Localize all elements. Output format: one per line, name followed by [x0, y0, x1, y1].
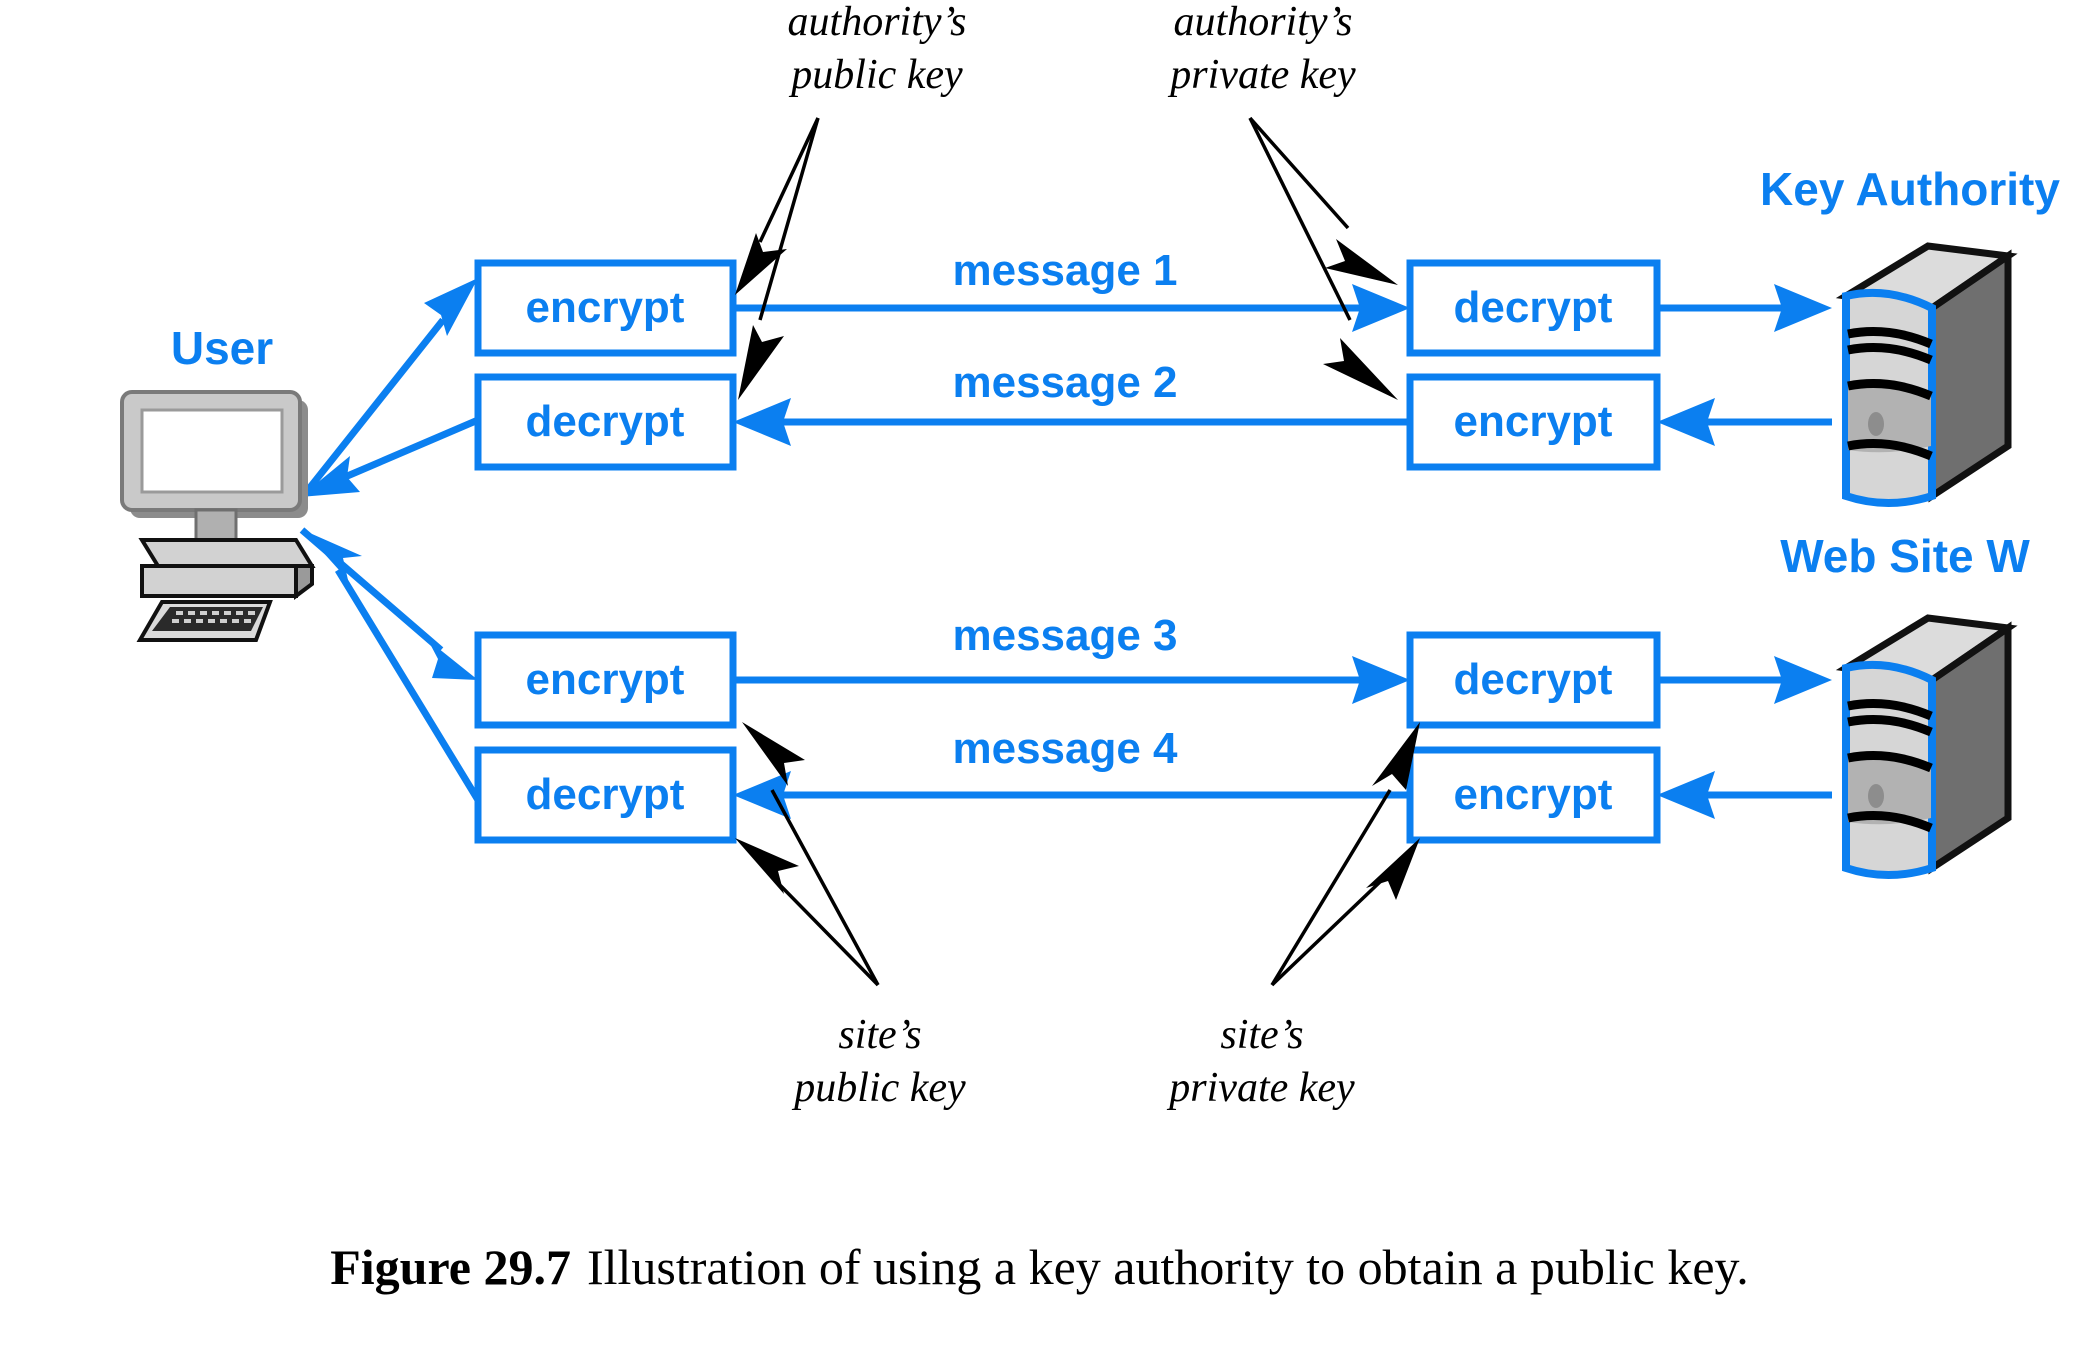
figure-caption: Figure 29.7 Illustration of using a key a… [0, 1238, 2079, 1296]
box-user-encrypt-top[interactable]: encrypt [474, 259, 737, 357]
authority-private-key-line2: private key [1167, 52, 1356, 98]
site-public-key-pointer-arrows [735, 722, 880, 987]
message-1-arrow [733, 284, 1410, 332]
authority-public-key-line2: public key [788, 52, 963, 98]
box-site-decrypt[interactable]: decrypt [1406, 631, 1661, 729]
user-label: User [171, 322, 273, 374]
figure-caption-text: Illustration of using a key authority to… [586, 1239, 1749, 1295]
server-tower-icon-authority [1835, 242, 2018, 507]
box-user-decrypt-bottom[interactable]: decrypt [474, 746, 737, 844]
message-1-label: message 1 [952, 246, 1177, 295]
desktop-computer-icon [120, 390, 316, 642]
box-site-decrypt-label: decrypt [1454, 655, 1613, 704]
box-user-decrypt-top[interactable]: decrypt [474, 373, 737, 471]
message-4-label: message 4 [952, 724, 1178, 773]
site-public-key-line2: public key [791, 1065, 966, 1111]
decrypt-bottom-to-user-arrow [303, 530, 481, 802]
message-4-arrow [733, 771, 1410, 819]
authority-decrypt-to-server-arrow [1657, 284, 1832, 332]
server-to-authority-encrypt-arrow [1657, 398, 1832, 446]
authority-private-key-label: authority’s private key [1167, 0, 1356, 98]
user-to-encrypt-top-arrow [297, 278, 478, 503]
box-user-encrypt-bottom-label: encrypt [526, 655, 685, 704]
web-site-label: Web Site W [1780, 530, 2030, 582]
site-decrypt-to-server-arrow [1657, 656, 1832, 704]
box-authority-encrypt[interactable]: encrypt [1406, 373, 1661, 471]
box-authority-decrypt[interactable]: decrypt [1406, 259, 1661, 357]
site-private-key-line2: private key [1166, 1065, 1355, 1111]
server-to-site-encrypt-arrow [1657, 771, 1832, 819]
message-2-arrow [733, 398, 1410, 446]
box-user-decrypt-bottom-label: decrypt [526, 770, 685, 819]
authority-public-key-line1: authority’s [788, 0, 967, 45]
authority-public-key-pointer-arrows [735, 117, 820, 400]
box-site-encrypt-label: encrypt [1454, 770, 1613, 819]
box-user-encrypt-bottom[interactable]: encrypt [474, 631, 737, 729]
site-private-key-pointer-arrows [1270, 722, 1420, 987]
box-user-encrypt-top-label: encrypt [526, 283, 685, 332]
box-authority-decrypt-label: decrypt [1454, 283, 1613, 332]
authority-private-key-line1: authority’s [1174, 0, 1353, 45]
key-authority-label: Key Authority [1760, 163, 2060, 215]
authority-public-key-label: authority’s public key [788, 0, 967, 98]
site-public-key-label: site’s public key [791, 1012, 966, 1111]
message-3-arrow [733, 656, 1410, 704]
site-public-key-line1: site’s [838, 1012, 921, 1058]
box-authority-encrypt-label: encrypt [1454, 397, 1613, 446]
decrypt-top-to-user-arrow [300, 416, 480, 497]
box-user-decrypt-top-label: decrypt [526, 397, 685, 446]
box-site-encrypt[interactable]: encrypt [1406, 746, 1661, 844]
site-private-key-line1: site’s [1220, 1012, 1303, 1058]
authority-private-key-pointer-arrows [1248, 116, 1398, 400]
figure-number: Figure 29.7 [330, 1239, 571, 1295]
server-tower-icon-website [1835, 614, 2018, 879]
message-2-label: message 2 [952, 358, 1177, 407]
site-private-key-label: site’s private key [1166, 1012, 1355, 1111]
message-3-label: message 3 [952, 611, 1177, 660]
